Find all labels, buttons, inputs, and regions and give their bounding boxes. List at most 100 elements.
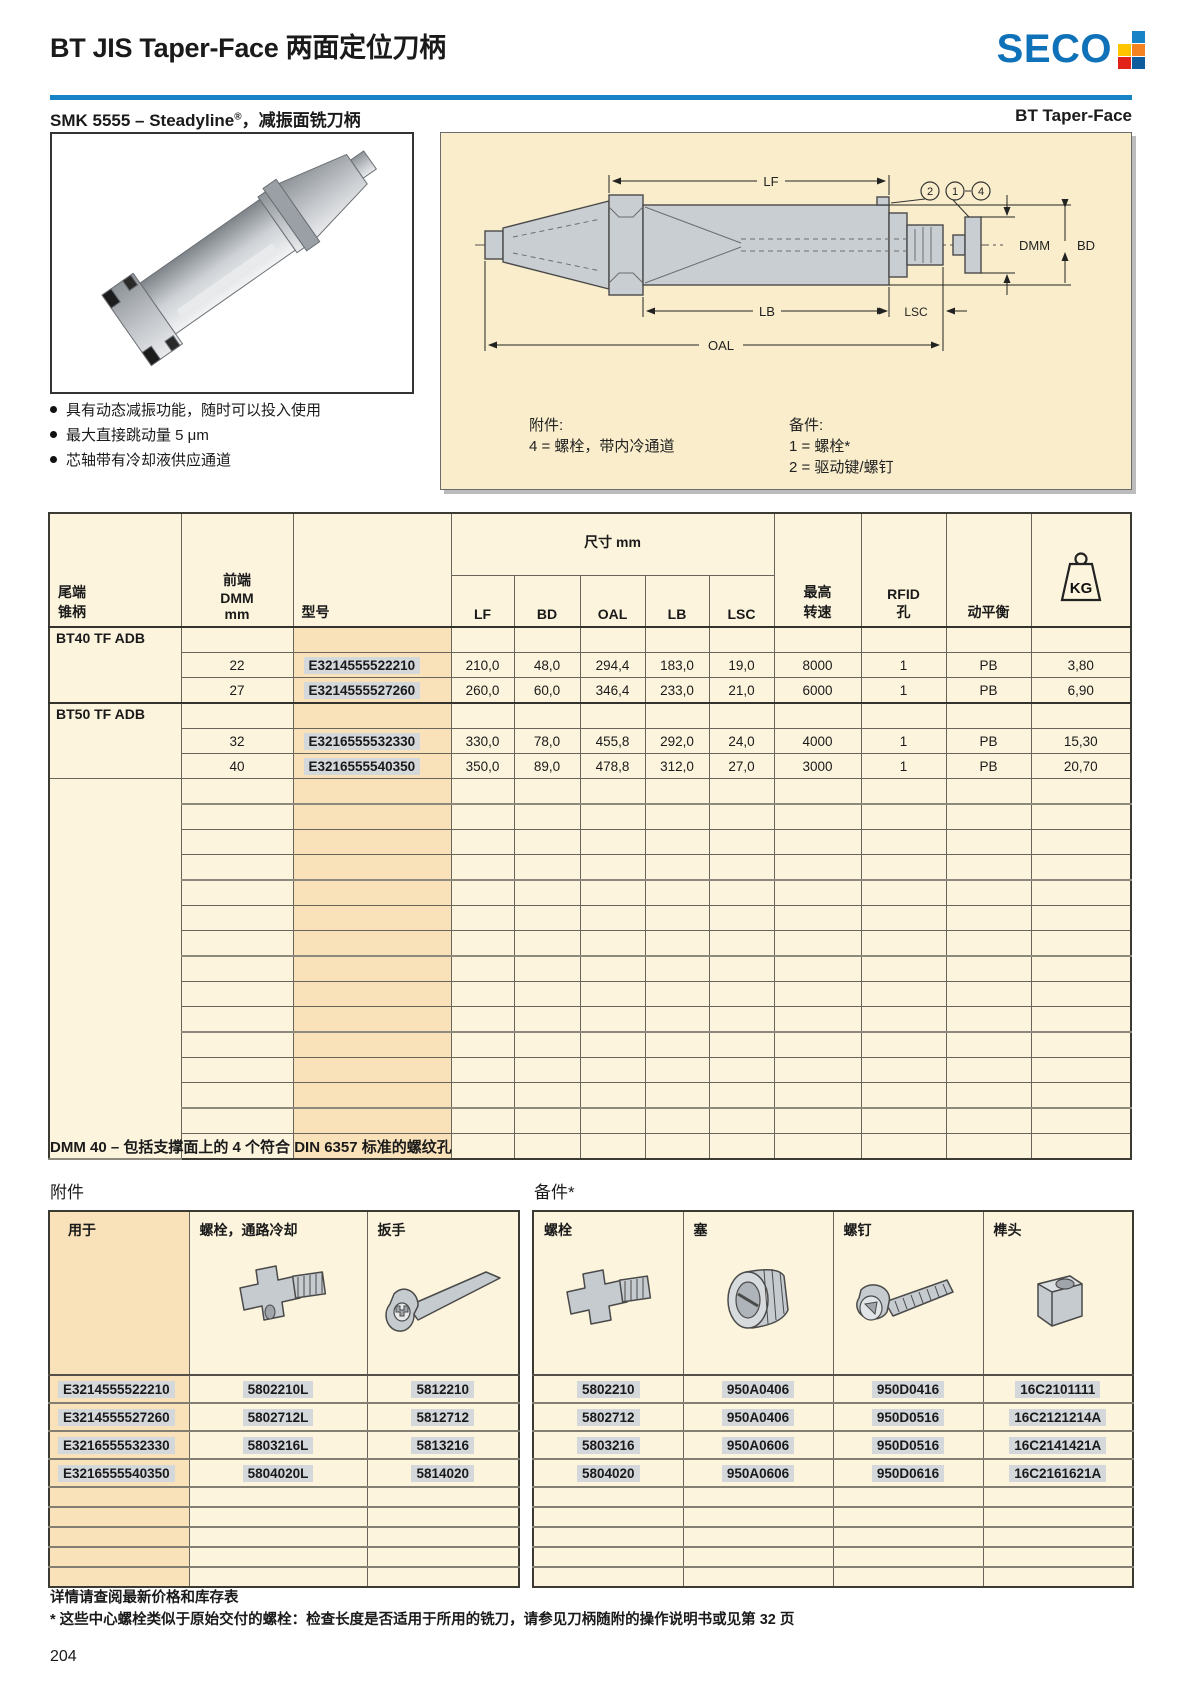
empty-cell [450,930,515,957]
col-header-balance: 动平衡 [945,512,1032,628]
empty-cell [450,626,515,653]
empty-cell [1030,626,1132,653]
empty-cell [945,626,1032,653]
empty-cell [773,1133,862,1160]
value-cell: 292,0 [644,728,710,754]
empty-cell [450,981,515,1007]
empty-cell [708,955,775,982]
table-footnote: DMM 40 – 包括支撑面上的 4 个符合 DIN 6357 标准的螺纹孔 [50,1139,452,1156]
empty-cell [366,1566,520,1588]
empty-cell [180,829,294,855]
value-cell: 350,0 [450,753,515,779]
group-header-row: BT50 TF ADB [48,702,1132,779]
feature-item: 具有动态减振功能，随时可以投入使用 [50,398,321,423]
feature-item: 最大直接跳动量 5 μm [50,423,321,448]
model-cell: E3214555522210 [292,652,452,678]
empty-cell [579,1107,646,1134]
empty-cell [292,1006,452,1033]
part-number: 5814020 [411,1464,475,1482]
spare-col-header-screw: 螺钉 [832,1210,984,1376]
empty-cell [708,930,775,957]
part-number-cell: E3214555522210 [48,1374,190,1404]
empty-cell [450,1107,515,1134]
empty-cell [773,626,862,653]
empty-cell [579,905,646,931]
accessory-note-line: 4 = 螺栓，带内冷通道 [529,438,675,455]
dim-label-dmm: DMM [1019,238,1050,253]
dimension-diagram-box: LF 2 1 4 DMM [440,132,1132,490]
empty-cell [292,1031,452,1058]
product-photo-box [50,132,414,394]
empty-cell [180,955,294,982]
empty-cell [513,778,581,805]
dim-label-lsc: LSC [904,305,928,319]
empty-cell [708,1057,775,1083]
part-number: 16C2161621A [1009,1464,1107,1482]
empty-cell [1030,829,1132,855]
empty-cell [1030,930,1132,957]
empty-cell [644,1133,710,1160]
empty-cell [450,803,515,830]
empty-cell [450,1057,515,1083]
empty-cell [513,702,581,729]
empty-cell [945,854,1032,881]
part-number: E3216555532330 [58,1436,175,1454]
part-number-cell: 5803216L [188,1430,368,1460]
part-number: 16C2141421A [1009,1436,1107,1454]
empty-cell [48,1486,190,1508]
part-number-cell: 5802712L [188,1402,368,1432]
part-number: 5802712L [242,1408,314,1426]
empty-cell [708,702,775,729]
empty-cell [644,778,710,805]
empty-cell [832,1546,984,1568]
weight-kg-icon: KG [1060,551,1102,601]
empty-cell [945,1107,1032,1134]
empty-cell [945,981,1032,1007]
feature-text: 最大直接跳动量 5 μm [66,427,209,444]
empty-cell [945,778,1032,805]
empty-cell [450,1031,515,1058]
empty-row [49,1057,1132,1083]
empty-cell [708,1082,775,1109]
empty-cell [832,1506,984,1528]
empty-cell [180,1057,294,1083]
value-cell: 455,8 [579,728,646,754]
part-number: 5812712 [411,1408,475,1426]
acc-col-header-bolt-coolant: 螺栓，通路冷却 [188,1210,368,1376]
empty-cell [450,778,515,805]
bullet-icon [50,431,57,438]
empty-cell [513,1031,581,1058]
empty-cell [832,1486,984,1508]
group-header-row: BT40 TF ADB [48,626,1132,704]
empty-row [49,905,1132,931]
empty-cell [860,1057,947,1083]
empty-row [49,1006,1132,1033]
empty-cell [945,1057,1032,1083]
empty-cell [832,1526,984,1548]
col-header-bd: BD [513,574,581,628]
empty-cell [682,1486,834,1508]
empty-cell [513,803,581,830]
value-cell: 48,0 [513,652,581,678]
col-header-rfid: RFID 孔 [860,512,947,628]
part-number-cell: 5804020 [532,1458,684,1488]
empty-cell [513,1133,581,1160]
part-number-cell: 16C2141421A [982,1430,1134,1460]
empty-cell [450,702,515,729]
empty-cell [860,1031,947,1058]
empty-cell [708,981,775,1007]
value-cell: 19,0 [708,652,775,678]
part-number: E3214555522210 [303,656,421,674]
empty-cell [513,829,581,855]
empty-cell [644,879,710,906]
brand-logo: SECO [997,29,1145,69]
empty-cell [708,1133,775,1160]
spare-col-header-bolt: 螺栓 [532,1210,684,1376]
empty-cell [180,1133,294,1160]
empty-cell [48,778,182,1160]
empty-cell [1030,905,1132,931]
empty-cell [292,1107,452,1134]
